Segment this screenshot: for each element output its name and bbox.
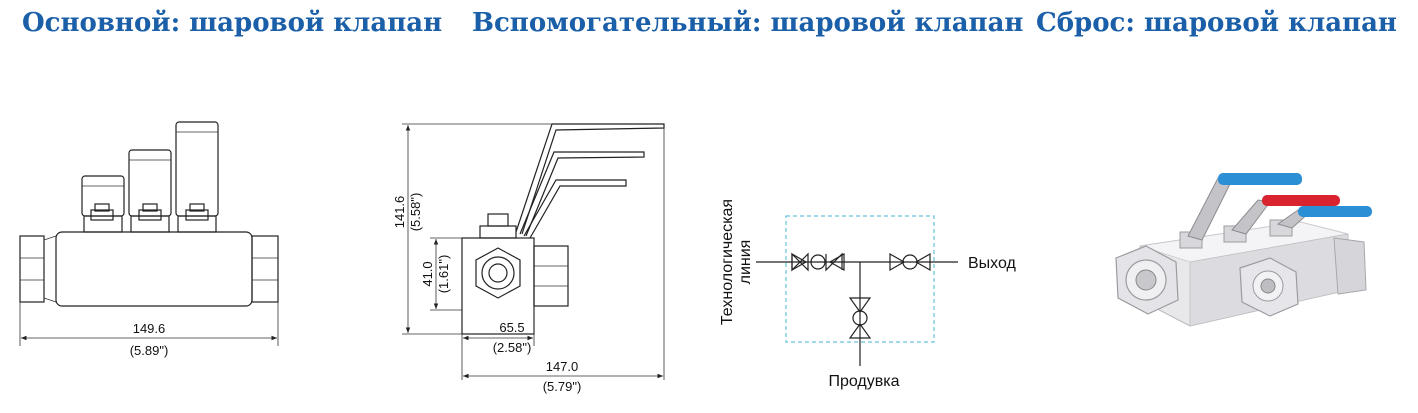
side-height-mm: 141.6 xyxy=(392,196,407,229)
front-bonnets xyxy=(83,203,217,233)
left-hex-fitting xyxy=(19,235,57,303)
red-handle-grip xyxy=(1262,195,1340,206)
side-overall-width-in: (5.79") xyxy=(543,379,582,394)
side-body-width-mm: 65.5 xyxy=(499,320,524,335)
photo-handles xyxy=(1187,173,1372,241)
side-view-drawing: 141.6 (5.58") 41.0 (1.61") 65.5 (2.58") … xyxy=(392,123,665,394)
photo-left-fitting xyxy=(1115,245,1179,315)
valve-manifold-photo xyxy=(1115,173,1372,327)
schematic-frame xyxy=(785,215,935,343)
header-reset-valve: Сброс: шаровой клапан xyxy=(1036,8,1397,38)
side-body-height-mm: 41.0 xyxy=(420,261,435,286)
blue-handle-grip-2 xyxy=(1298,206,1372,217)
front-width-mm: 149.6 xyxy=(133,321,166,336)
outlet-valve-icon xyxy=(889,252,931,272)
outlet-label: Выход xyxy=(968,255,1017,272)
front-handles xyxy=(81,121,219,217)
header-aux-valve: Вспомогательный: шаровой клапан xyxy=(472,8,1024,38)
header-main-valve: Основной: шаровой клапан xyxy=(22,8,443,38)
process-valve-icon xyxy=(791,252,845,272)
side-hex-boss xyxy=(475,247,521,299)
side-overall-width-mm: 147.0 xyxy=(546,359,579,374)
process-line-label-2: линия xyxy=(737,240,754,285)
front-width-in: (5.89") xyxy=(130,343,169,358)
side-handles xyxy=(515,123,665,239)
front-body xyxy=(55,231,253,307)
side-body-height-in: (1.61") xyxy=(436,255,451,294)
flow-schematic: Технологическая линия Выход Продувка xyxy=(719,199,1017,390)
side-body-width-in: (2.58") xyxy=(493,340,532,355)
front-view-drawing: 149.6 (5.89") xyxy=(19,121,279,358)
photo-front-port xyxy=(1239,257,1299,317)
side-fitting xyxy=(533,245,569,307)
purge-label: Продувка xyxy=(828,373,899,390)
process-line-label-1: Технологическая xyxy=(719,199,736,325)
side-height-in: (5.58") xyxy=(408,193,423,232)
blue-handle-grip-1 xyxy=(1218,173,1302,185)
right-hex-fitting xyxy=(251,235,279,303)
purge-valve-icon xyxy=(848,297,872,339)
